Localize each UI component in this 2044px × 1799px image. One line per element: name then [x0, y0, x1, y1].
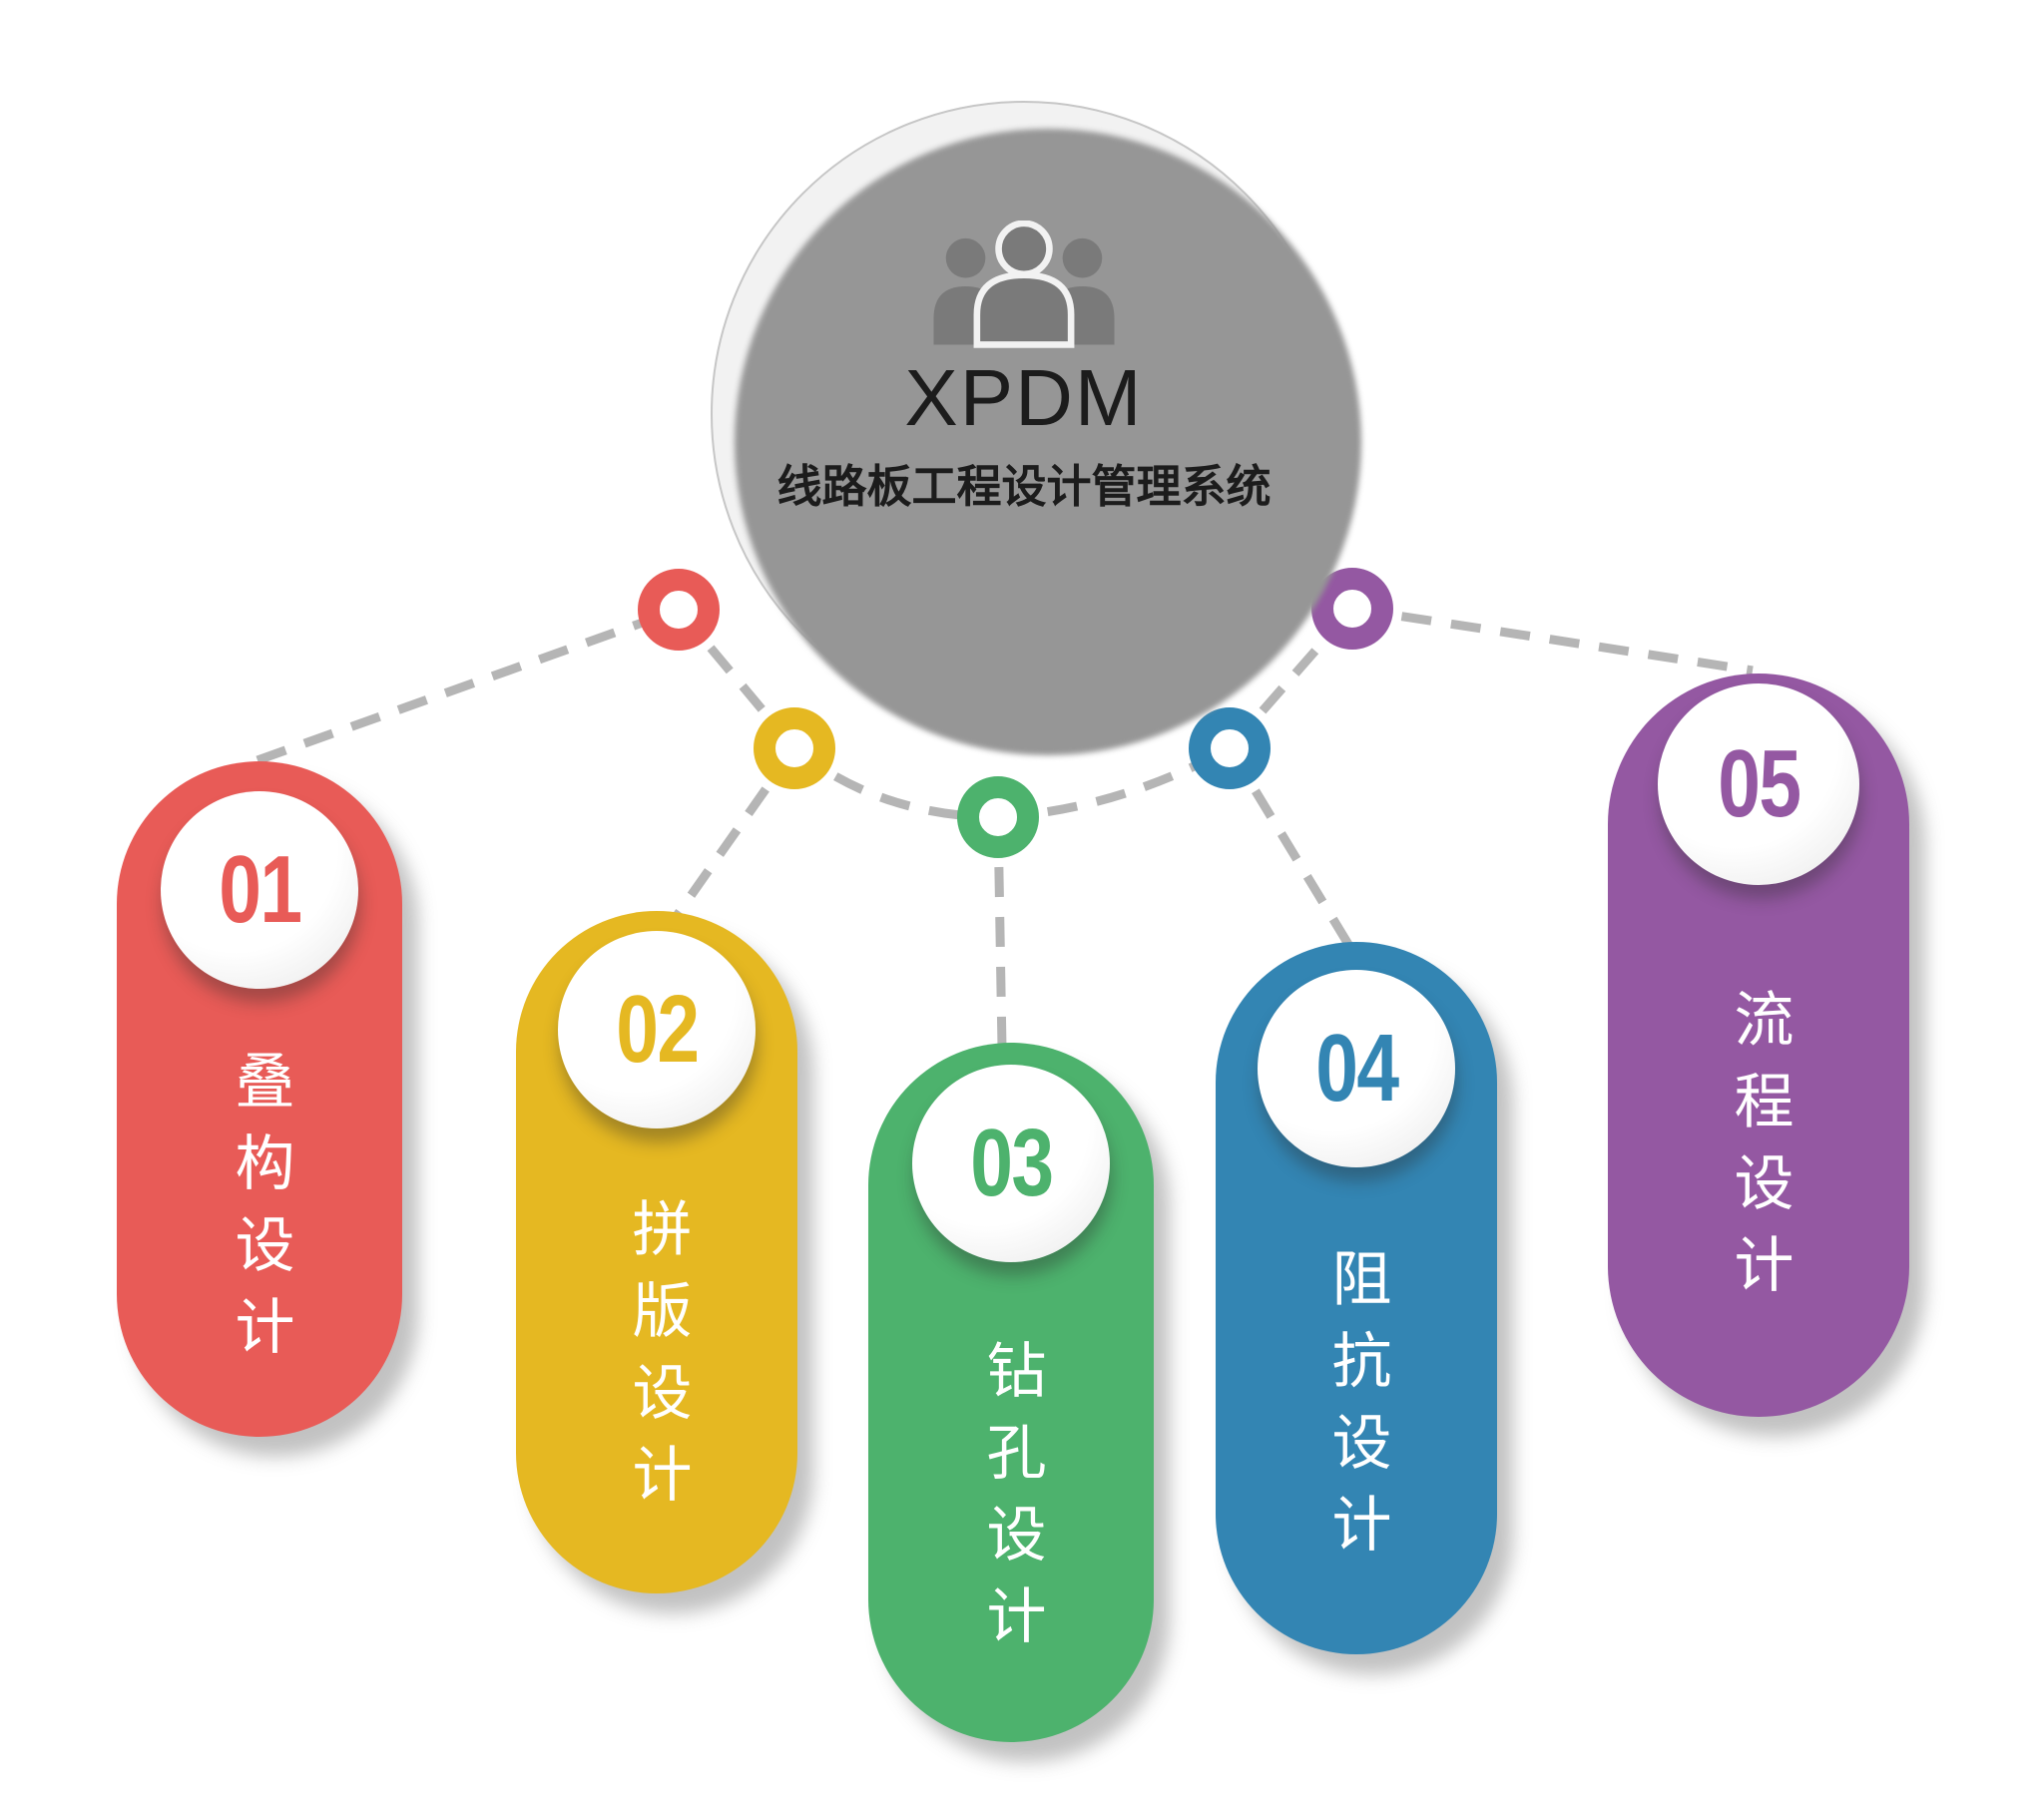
- pill-03: 03 钻孔设计: [868, 1043, 1154, 1742]
- pill-01: 01 叠构设计: [117, 761, 402, 1437]
- node-ring-04: [1189, 707, 1271, 789]
- pill-01-body: 叠构设计: [117, 989, 402, 1437]
- dashed-connector-ring5-pill5: [1351, 604, 1754, 675]
- pill-03-badge: 03: [912, 1065, 1110, 1262]
- hub-circle: XPDM 线路板工程设计管理系统: [711, 101, 1337, 727]
- pill-04-body: 阻抗设计: [1216, 1167, 1497, 1654]
- pill-04-label: 阻抗设计: [1323, 1247, 1390, 1574]
- dashed-connector-pill1-ring1: [256, 605, 681, 765]
- hub-title: XPDM: [904, 353, 1144, 442]
- pill-02-body: 拼版设计: [516, 1128, 797, 1593]
- pill-05-body: 流程设计: [1608, 885, 1909, 1417]
- pill-05-number: 05: [1717, 730, 1801, 837]
- pill-01-badge: 01: [161, 791, 358, 989]
- dashed-connector-ring2-pill2: [656, 745, 798, 943]
- pill-05-badge: 05: [1658, 683, 1859, 885]
- pill-03-body: 钻孔设计: [868, 1262, 1154, 1742]
- pill-03-label: 钻孔设计: [978, 1338, 1045, 1666]
- team-icon: [933, 221, 1115, 348]
- node-ring-02: [754, 707, 835, 789]
- pill-04: 04 阻抗设计: [1216, 942, 1497, 1654]
- pill-05-label: 流程设计: [1726, 987, 1792, 1315]
- node-ring-01: [638, 569, 720, 651]
- pill-04-number: 04: [1314, 1015, 1399, 1122]
- pill-01-label: 叠构设计: [227, 1049, 293, 1377]
- dashed-connector-ring3-pill3: [993, 816, 1007, 1049]
- node-ring-03: [957, 776, 1039, 858]
- pill-05: 05 流程设计: [1608, 674, 1909, 1417]
- pill-02-label: 拼版设计: [624, 1197, 691, 1525]
- hub-subtitle: 线路板工程设计管理系统: [776, 461, 1272, 512]
- pill-04-badge: 04: [1258, 970, 1455, 1167]
- pill-02-badge: 02: [558, 931, 756, 1128]
- pill-03-number: 03: [969, 1110, 1054, 1216]
- pill-02: 02 拼版设计: [516, 911, 797, 1593]
- pill-01-number: 01: [218, 836, 302, 943]
- pill-02-number: 02: [615, 976, 700, 1083]
- node-ring-05: [1311, 568, 1393, 650]
- dashed-connector-ring4-pill4: [1226, 745, 1353, 949]
